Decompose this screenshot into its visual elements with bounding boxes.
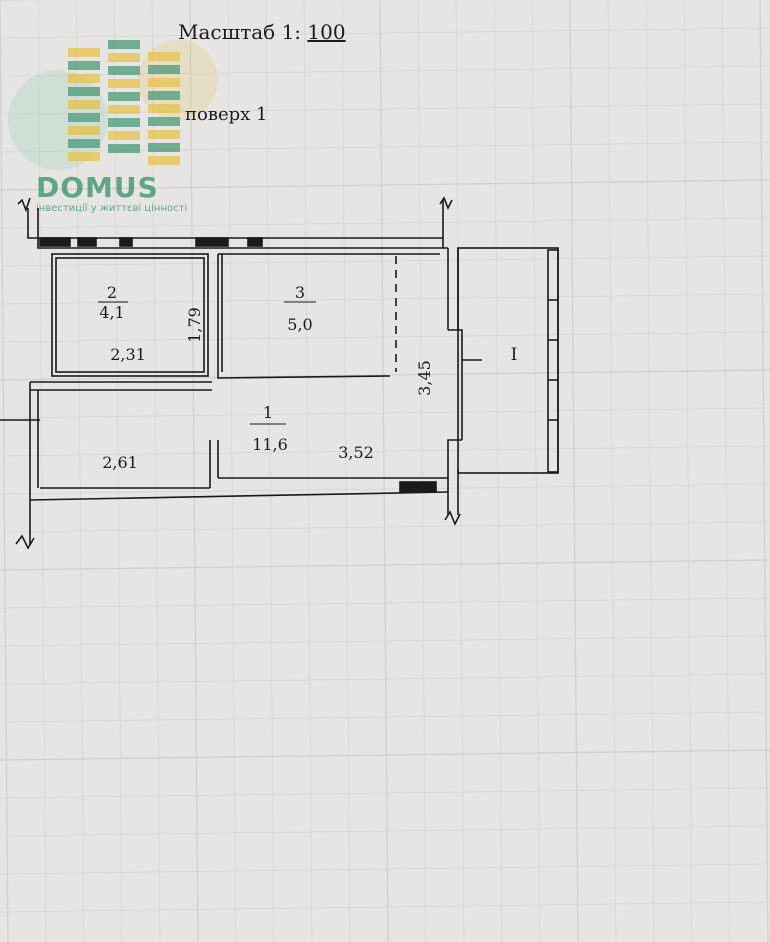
room-1-area: 11,6 — [252, 435, 288, 454]
scale-prefix: Масштаб 1: — [178, 20, 302, 44]
domus-logo — [8, 40, 223, 225]
room-3-number: 3 — [295, 283, 305, 302]
logo-brand: DOMUS — [36, 171, 159, 204]
dim-hall-left: 2,61 — [102, 453, 138, 472]
room-2-number: 2 — [107, 283, 117, 302]
room-1-number: 1 — [263, 403, 273, 422]
walls — [0, 196, 559, 550]
floor-label: поверх 1 — [185, 104, 268, 125]
dim-room3-height: 3,45 — [415, 360, 434, 396]
dim-room2-width: 2,31 — [110, 345, 146, 364]
scale-label: Масштаб 1: 100 — [178, 20, 346, 44]
room-3-area: 5,0 — [287, 315, 312, 334]
loggia-label: I — [511, 345, 518, 365]
dim-room2-height: 1,79 — [185, 307, 204, 343]
scale-value: 100 — [307, 20, 346, 44]
room-2-area: 4,1 — [99, 303, 124, 322]
dim-hall-right: 3,52 — [338, 443, 374, 462]
logo-tagline: інвестиції у життєві цінності — [36, 203, 188, 214]
